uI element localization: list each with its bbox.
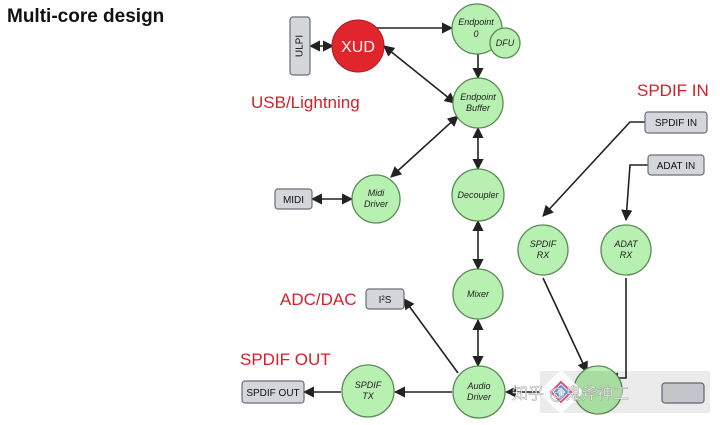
spdif-rx-node: SPDIF RX xyxy=(517,224,569,276)
dfu-node: DFU xyxy=(489,27,521,59)
audio-driver-node: Audio Driver xyxy=(452,365,506,419)
audio-driver-label-line2: Driver xyxy=(467,392,492,402)
adc-dac-label: ADC/DAC xyxy=(280,290,357,309)
xud-node: XUD xyxy=(331,19,385,73)
hidden-right-box xyxy=(661,382,705,404)
edge-audiodriver-i2s xyxy=(403,298,459,374)
midi-driver-label-line1: Midi xyxy=(368,188,386,198)
decoupler-label: Decoupler xyxy=(457,190,499,200)
midi-box: MIDI xyxy=(274,188,313,210)
watermark: 知乎 @鬼斧神工 xyxy=(512,371,710,413)
midi-label: MIDI xyxy=(283,195,304,206)
adat-rx-label-line1: ADAT xyxy=(613,239,639,249)
midi-driver-label-line2: Driver xyxy=(364,199,389,209)
dfu-label: DFU xyxy=(496,38,515,48)
mixer-node: Mixer xyxy=(452,268,504,320)
spdif-tx-label-line1: SPDIF xyxy=(355,380,382,390)
spdif-tx-label-line2: TX xyxy=(362,391,374,401)
endpoint0-label-line1: Endpoint xyxy=(458,17,494,27)
spdif-in-box: SPDIF IN xyxy=(644,111,708,134)
adat-in-box: ADAT IN xyxy=(647,154,705,176)
spdif-tx-node: SPDIF TX xyxy=(341,364,395,418)
spdif-out-label: SPDIF OUT xyxy=(246,388,299,399)
edge-spdifin-spdifrx xyxy=(542,121,645,217)
spdif-in-section-label: SPDIF IN xyxy=(637,81,709,100)
edge-spdifrx-clock xyxy=(542,277,588,374)
edge-xud-buffer xyxy=(383,45,456,104)
midi-driver-node: Midi Driver xyxy=(351,174,401,224)
decoupler-node: Decoupler xyxy=(451,168,505,222)
spdif-in-label: SPDIF IN xyxy=(655,118,697,129)
spdif-rx-label-line1: SPDIF xyxy=(530,239,557,249)
edge-adatin-adatrx xyxy=(621,164,648,222)
spdif-out-box: SPDIF OUT xyxy=(241,380,305,404)
adat-in-label: ADAT IN xyxy=(657,161,696,172)
watermark-text: 知乎 @鬼斧神工 xyxy=(512,384,629,403)
adat-rx-label-line2: RX xyxy=(620,250,633,260)
watermark-logo-icon xyxy=(540,371,582,413)
edge-adatrx-clock xyxy=(606,278,627,384)
adat-rx-node: ADAT RX xyxy=(600,224,652,276)
endpoint-buffer-label-line1: Endpoint xyxy=(460,92,496,102)
edge-buffer-midi xyxy=(390,115,459,178)
audio-driver-label-line1: Audio xyxy=(466,381,490,391)
ulpi-label: ULPI xyxy=(295,35,306,57)
usb-lightning-label: USB/Lightning xyxy=(251,93,360,112)
xud-label: XUD xyxy=(341,39,375,56)
ulpi-box: ULPI xyxy=(289,16,311,76)
i2s-label: I²S xyxy=(379,295,392,306)
endpoint-buffer-label-line2: Buffer xyxy=(466,103,491,113)
endpoint-buffer-node: Endpoint Buffer xyxy=(452,77,504,129)
page-title: Multi-core design xyxy=(7,6,165,27)
spdif-rx-label-line2: RX xyxy=(537,250,550,260)
endpoint0-label-line2: 0 xyxy=(473,29,478,39)
spdif-out-section-label: SPDIF OUT xyxy=(240,350,331,369)
i2s-box: I²S xyxy=(365,288,405,310)
mixer-label: Mixer xyxy=(467,289,490,299)
